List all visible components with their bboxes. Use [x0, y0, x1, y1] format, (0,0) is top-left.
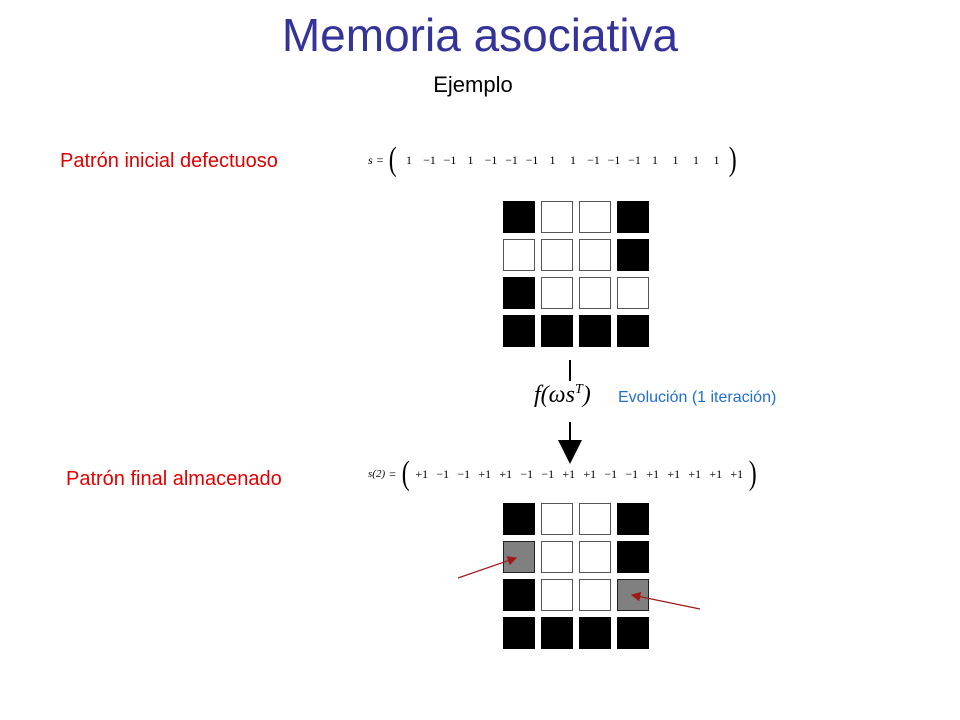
vector-value: +1 [583, 466, 597, 481]
pattern-cell-white [579, 541, 611, 573]
pointer-arrow-left [457, 556, 518, 579]
pattern-cell-black [617, 315, 649, 347]
vector-value: −1 [436, 466, 450, 481]
vector-value: +1 [730, 466, 744, 481]
pattern-cell-white [541, 541, 573, 573]
vector-value: +1 [562, 466, 576, 481]
right-paren: ) [728, 141, 737, 178]
initial-vector-eq: = [376, 152, 384, 167]
pattern-cell-black [503, 315, 535, 347]
final-vector-name: s(2) [368, 468, 386, 480]
pointer-arrow-right [630, 591, 701, 610]
pattern-cell-white [579, 503, 611, 535]
function-text: f(ωs [534, 382, 575, 408]
vector-value: +1 [478, 466, 492, 481]
pattern-cell-white [541, 579, 573, 611]
vector-value: +1 [499, 466, 513, 481]
vector-value: −1 [587, 152, 600, 167]
pattern-cell-black [617, 503, 649, 535]
vector-value: −1 [625, 466, 639, 481]
pattern-cell-black [541, 617, 573, 649]
vector-value: −1 [505, 152, 518, 167]
pattern-cell-white [541, 201, 573, 233]
pattern-cell-black [503, 617, 535, 649]
pattern-cell-black [503, 201, 535, 233]
vector-value: 1 [693, 152, 700, 167]
vector-value: −1 [541, 466, 555, 481]
function-close: ) [582, 382, 591, 408]
vector-value: 1 [467, 152, 474, 167]
pattern-cell-black [503, 277, 535, 309]
page-title: Memoria asociativa [281, 9, 679, 61]
vector-value: −1 [628, 152, 641, 167]
vector-value: 1 [713, 152, 720, 167]
final-vector: s(2) = ( +1−1−1+1+1−1−1+1+1−1−1+1+1+1+1+… [368, 455, 759, 492]
pattern-cell-white [579, 239, 611, 271]
vector-value: −1 [520, 466, 534, 481]
pattern-cell-black [617, 617, 649, 649]
pattern-cell-white [579, 201, 611, 233]
evolution-function: f(ωsT) [534, 382, 591, 409]
pattern-cell-black [579, 315, 611, 347]
final-vector-values: +1 −1 −1 +1 +1 −1 −1 +1 +1 −1 −1 +1 +1 +1 +1 +1 [411, 467, 747, 482]
pattern-cell-white [579, 277, 611, 309]
pattern-cell-black [617, 541, 649, 573]
vector-value: 1 [672, 152, 679, 167]
initial-pattern-label: Patrón inicial defectuoso [60, 150, 278, 172]
pattern-cell-black [617, 239, 649, 271]
function-superscript: T [574, 382, 583, 397]
vector-value: −1 [423, 152, 436, 167]
vector-value: 1 [570, 152, 577, 167]
vector-value: −1 [484, 152, 498, 167]
left-paren: ( [389, 141, 398, 178]
pattern-cell-black [617, 201, 649, 233]
left-paren: ( [401, 455, 410, 492]
pattern-cell-white [541, 503, 573, 535]
pattern-cell-white [503, 239, 535, 271]
initial-vector-name: s [368, 152, 373, 167]
pattern-cell-white [541, 239, 573, 271]
vector-value: 1 [549, 152, 556, 167]
page-subtitle: Ejemplo [433, 72, 513, 97]
right-paren: ) [748, 455, 757, 492]
vector-value: +1 [688, 466, 702, 481]
vector-value: 1 [406, 152, 413, 167]
vector-value: +1 [646, 466, 660, 481]
vector-value: +1 [415, 466, 429, 481]
vector-value: −1 [525, 152, 539, 167]
initial-pattern-grid [503, 201, 649, 347]
pattern-cell-black [503, 503, 535, 535]
pattern-cell-black [503, 579, 535, 611]
pattern-cell-white [617, 277, 649, 309]
vector-value: +1 [709, 466, 723, 481]
pattern-cell-black [579, 617, 611, 649]
pattern-cell-black [541, 315, 573, 347]
vector-value: −1 [607, 152, 621, 167]
evolution-label: Evolución (1 iteración) [618, 389, 777, 406]
vector-value: +1 [667, 466, 681, 481]
final-vector-eq: = [389, 466, 396, 481]
final-pattern-label: Patrón final almacenado [66, 468, 282, 490]
vector-value: −1 [604, 466, 618, 481]
vector-value: −1 [457, 466, 471, 481]
vector-value: 1 [652, 152, 659, 167]
pattern-cell-white [541, 277, 573, 309]
pattern-cell-white [579, 579, 611, 611]
vector-value: −1 [443, 152, 457, 167]
